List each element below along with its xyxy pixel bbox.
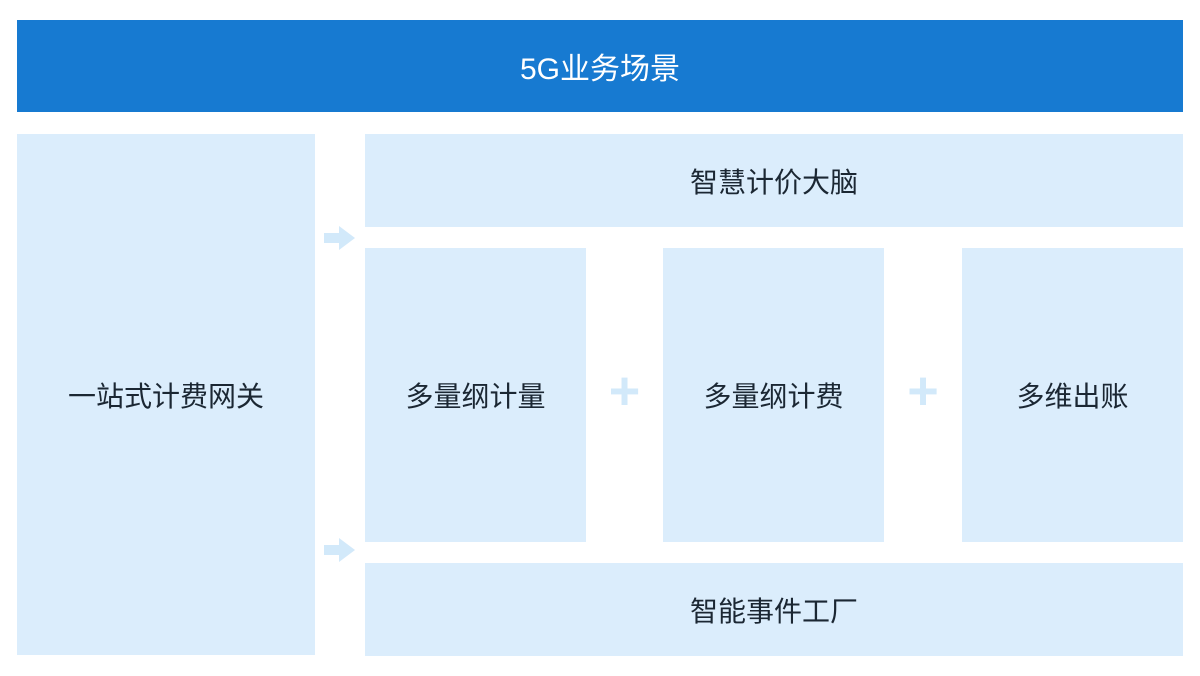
box-intelligent-event-factory: 智能事件工厂: [365, 563, 1183, 656]
arrow-right-icon: [324, 538, 356, 562]
arrow-shaft: [324, 233, 339, 243]
plus-icon: +: [586, 248, 663, 542]
arrow-head: [339, 538, 355, 562]
box-multi-dimension-billing-label: 多维出账: [1016, 381, 1129, 412]
plus-glyph: +: [907, 361, 939, 421]
plus-icon: +: [884, 248, 962, 542]
box-billing-gateway: 一站式计费网关: [17, 134, 315, 655]
arrow-right-icon: [324, 226, 356, 250]
title-banner: 5G业务场景: [17, 20, 1183, 112]
arrow-shaft: [324, 545, 339, 555]
arrow-head: [339, 226, 355, 250]
box-multi-dimension-charging-label: 多量纲计费: [703, 381, 844, 412]
box-billing-gateway-label: 一站式计费网关: [67, 380, 264, 412]
box-multi-dimension-metering: 多量纲计量: [365, 248, 586, 542]
plus-glyph: +: [608, 361, 641, 421]
box-multi-dimension-metering-label: 多量纲计量: [405, 381, 546, 412]
box-smart-pricing-brain: 智慧计价大脑: [365, 134, 1183, 227]
box-intelligent-event-factory-label: 智能事件工厂: [689, 595, 858, 627]
box-multi-dimension-charging: 多量纲计费: [663, 248, 884, 542]
box-smart-pricing-brain-label: 智慧计价大脑: [689, 166, 858, 198]
box-multi-dimension-billing: 多维出账: [962, 248, 1183, 542]
diagram-title: 5G业务场景: [519, 53, 681, 86]
